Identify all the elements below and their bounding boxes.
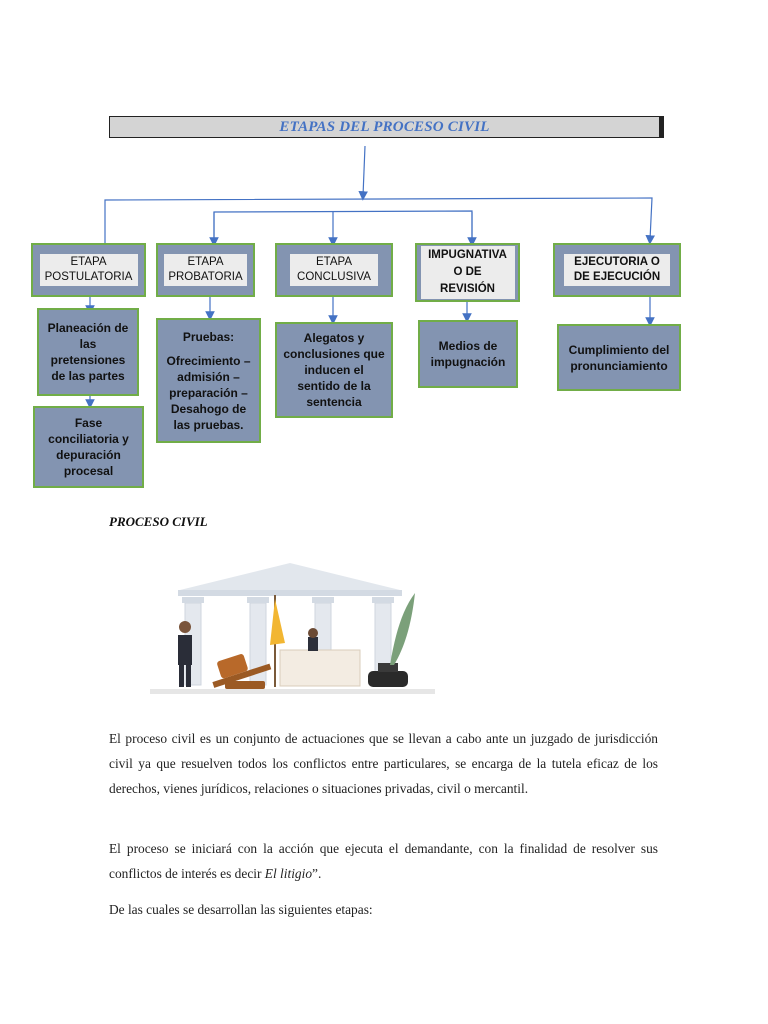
diagram-connectors [85, 145, 656, 409]
paragraph-1: El proceso civil es un conjunto de actua… [109, 731, 658, 796]
stage-box-ejecutoria: EJECUTORIA O DE EJECUCIÓN [553, 243, 681, 297]
paragraph-2-emphasis: El litigio [264, 866, 313, 881]
detail-box-planeacion: Planeación de las pretensiones de las pa… [37, 308, 139, 396]
quill-shape [390, 593, 415, 665]
detail-box-pruebas: Pruebas: Ofrecimiento – admisión – prepa… [156, 318, 261, 443]
detail-text: Alegatos y conclusiones que inducen el s… [283, 331, 385, 409]
courthouse-illustration [150, 563, 435, 694]
stage-box-probatoria: ETAPA PROBATORIA [156, 243, 255, 297]
stage-label: ETAPA CONCLUSIVA [290, 254, 378, 286]
detail-box-cumplimiento: Cumplimiento del pronunciamiento [557, 324, 681, 391]
diagram-title-bar: ETAPAS DEL PROCESO CIVIL [109, 116, 664, 138]
detail-text: Medios de impugnación [430, 339, 506, 369]
inkwell-shape [368, 671, 408, 687]
detail-text: Fase conciliatoria y depuración procesal [48, 416, 129, 478]
detail-box-alegatos: Alegatos y conclusiones que inducen el s… [275, 322, 393, 418]
stage-box-conclusiva: ETAPA CONCLUSIVA [275, 243, 393, 297]
paragraph-2-text: El proceso se iniciará con la acción que… [109, 841, 658, 881]
stage-box-postulatoria: ETAPA POSTULATORIA [31, 243, 146, 297]
detail-box-fase-conciliatoria: Fase conciliatoria y depuración procesal [33, 406, 144, 488]
paragraph-2: El proceso se iniciará con la acción que… [109, 836, 658, 886]
paragraph-2-end: ”. [312, 866, 322, 881]
diagram-title: ETAPAS DEL PROCESO CIVIL [279, 118, 490, 135]
connector-inner [213, 210, 473, 242]
detail-text: Pruebas: [182, 329, 235, 344]
stage-label: ETAPA PROBATORIA [164, 254, 247, 286]
detail-text: Ofrecimiento – admisión – preparación – … [166, 353, 251, 432]
flag-shape [270, 599, 285, 645]
stage-label: ETAPA POSTULATORIA [39, 254, 138, 286]
detail-text: Cumplimiento del pronunciamiento [568, 342, 670, 373]
detail-text: Planeación de las pretensiones de las pa… [47, 321, 129, 383]
stage-label: EJECUTORIA O DE EJECUCIÓN [564, 254, 670, 286]
connector-outer [104, 197, 656, 245]
stage-label: IMPUGNATIVA O DE REVISIÓN [420, 246, 515, 299]
connector-title-down [358, 145, 368, 201]
roof-shape [180, 563, 400, 590]
stage-box-impugnativa: IMPUGNATIVA O DE REVISIÓN [415, 243, 520, 302]
section-heading: PROCESO CIVIL [109, 514, 208, 529]
paragraph-3: De las cuales se desarrollan las siguien… [109, 902, 373, 917]
detail-box-medios: Medios de impugnación [418, 320, 518, 388]
